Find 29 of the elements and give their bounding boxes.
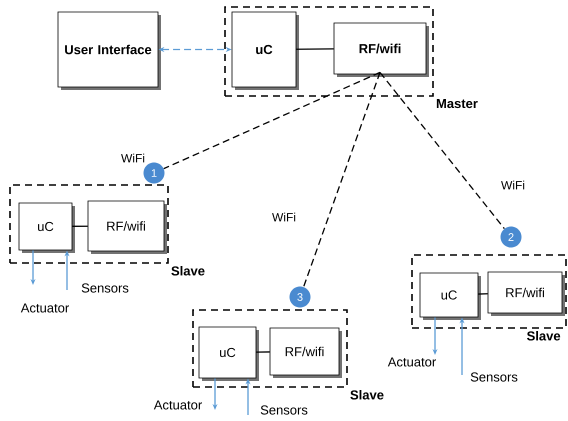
process-box: uC — [420, 272, 481, 320]
connector-line — [256, 351, 270, 353]
label-text: Actuator — [20, 303, 69, 313]
process-box: RF/wifi — [488, 272, 565, 316]
edge-label: WiFi — [500, 180, 526, 190]
connector-line — [380, 72, 505, 230]
node-label: Slave — [171, 266, 205, 276]
process-box: uC — [198, 326, 259, 381]
connector-line — [478, 293, 488, 295]
node-label: Slave — [527, 331, 560, 341]
connector-line — [302, 72, 381, 288]
label-text: Sensors — [82, 283, 128, 293]
node-label: Master — [436, 99, 478, 108]
connector-line — [296, 48, 334, 50]
process-box: uC — [18, 202, 75, 253]
edge-label: WiFi — [271, 212, 297, 222]
process-box: RF/wifi — [88, 200, 167, 254]
label-text: Sensors — [470, 372, 518, 382]
connector-line — [164, 72, 380, 170]
process-box: RF/wifi — [334, 22, 429, 77]
process-box: uC — [232, 12, 299, 90]
process-box: RF/wifi — [270, 328, 342, 378]
label-text: Actuator — [388, 357, 436, 367]
edge-label: WiFi — [120, 152, 146, 164]
label-text: Actuator — [154, 400, 202, 410]
label-text: Sensors — [260, 405, 308, 415]
process-box: User Interface — [58, 12, 161, 90]
node-label: Slave — [350, 390, 384, 400]
connector-line — [72, 226, 88, 227]
